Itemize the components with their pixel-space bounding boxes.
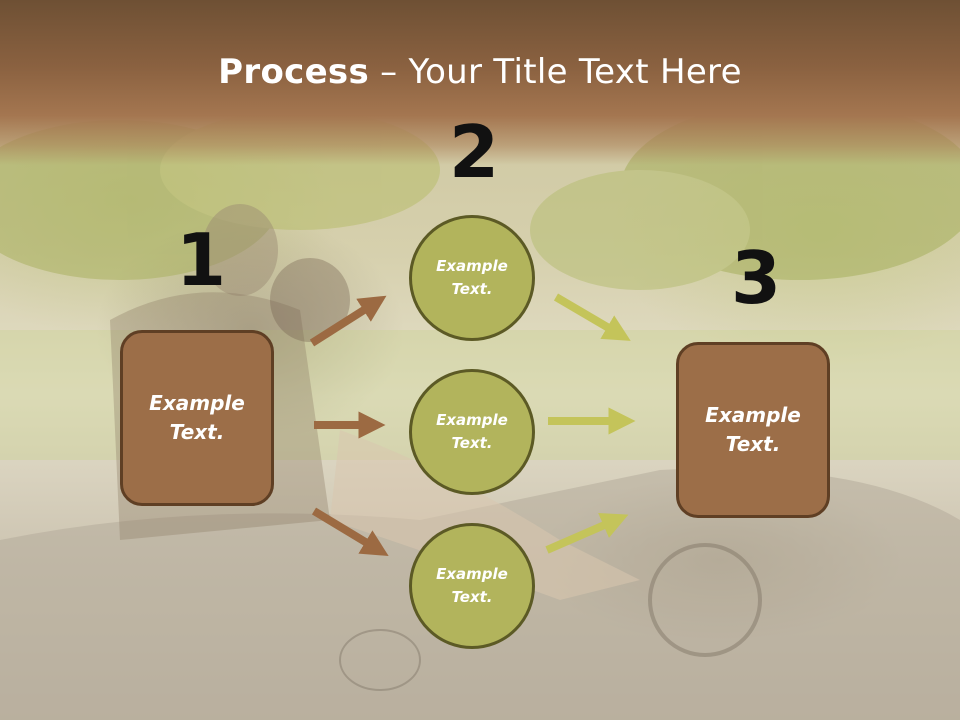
step-number-1: 1 — [176, 218, 227, 302]
arrow-1-to-top — [309, 295, 387, 347]
step-3-box: Example Text. — [676, 342, 830, 518]
step-1-text: Example Text. — [149, 391, 245, 444]
arrow-top-to-3 — [553, 293, 631, 341]
step-3-text: Example Text. — [705, 403, 801, 456]
step-2-circle-middle: Example Text. — [409, 369, 535, 495]
circle-bottom-text: Example Text. — [436, 565, 508, 606]
slide-title: Process – Your Title Text Here — [0, 52, 960, 92]
step-1-box: Example Text. — [120, 330, 274, 506]
title-bar — [0, 0, 960, 165]
step-number-3: 3 — [731, 236, 782, 320]
title-rest: – Your Title Text Here — [369, 52, 742, 92]
arrow-1-to-bottom — [311, 507, 389, 557]
arrow-bottom-to-3 — [545, 512, 629, 554]
step-2-circle-bottom: Example Text. — [409, 523, 535, 649]
circle-top-text: Example Text. — [436, 257, 508, 298]
step-number-2: 2 — [449, 110, 500, 194]
step-2-circle-top: Example Text. — [409, 215, 535, 341]
circle-middle-text: Example Text. — [436, 411, 508, 452]
title-bold: Process — [218, 52, 370, 92]
